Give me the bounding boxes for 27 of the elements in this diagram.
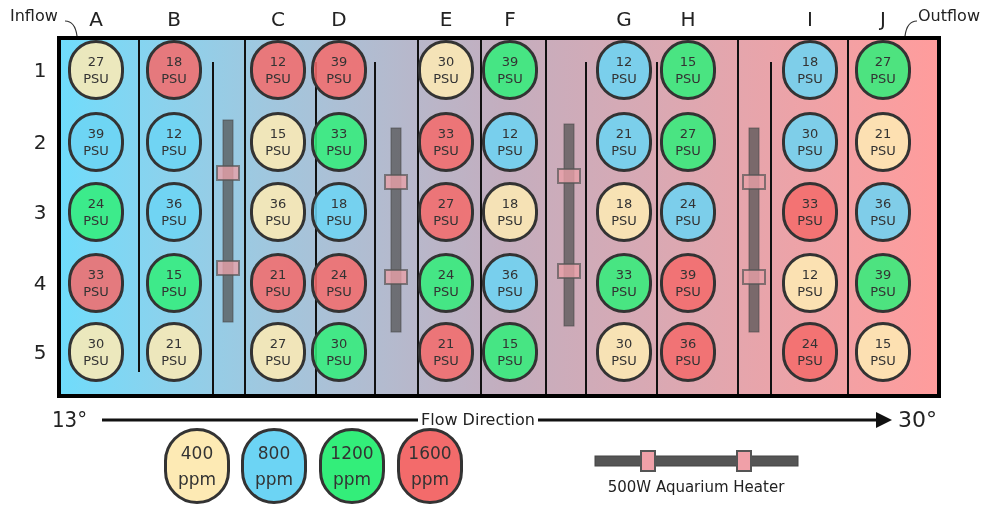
row-number: 4 [32, 271, 48, 295]
column-letter: B [166, 7, 182, 31]
column-letter: C [270, 7, 286, 31]
temperature-label: 13° [52, 406, 88, 434]
row-number: 5 [32, 340, 48, 364]
leader-line [64, 20, 78, 37]
column-letter: H [679, 7, 697, 31]
temperature-label: 30° [898, 406, 937, 434]
legend-label: 800 ppm [253, 442, 295, 491]
column-letter: E [438, 7, 454, 31]
column-letter: G [615, 7, 633, 31]
column-letter: D [330, 7, 348, 31]
tank [57, 36, 941, 398]
legend-label: 500W Aquarium Heater [606, 477, 786, 497]
flow-label: Outflow [918, 6, 980, 26]
leader-line [904, 20, 918, 37]
legend-label: 1200 ppm [329, 442, 375, 491]
row-number: 3 [32, 200, 48, 224]
legend-label: 1600 ppm [407, 442, 453, 491]
column-letter: I [806, 7, 814, 31]
legend-label: 400 ppm [176, 442, 218, 491]
flow-label: Inflow [10, 6, 58, 26]
column-letter: J [878, 7, 887, 31]
row-number: 1 [32, 58, 48, 82]
column-letter: F [503, 7, 517, 31]
row-number: 2 [32, 130, 48, 154]
column-letter: A [88, 7, 104, 31]
